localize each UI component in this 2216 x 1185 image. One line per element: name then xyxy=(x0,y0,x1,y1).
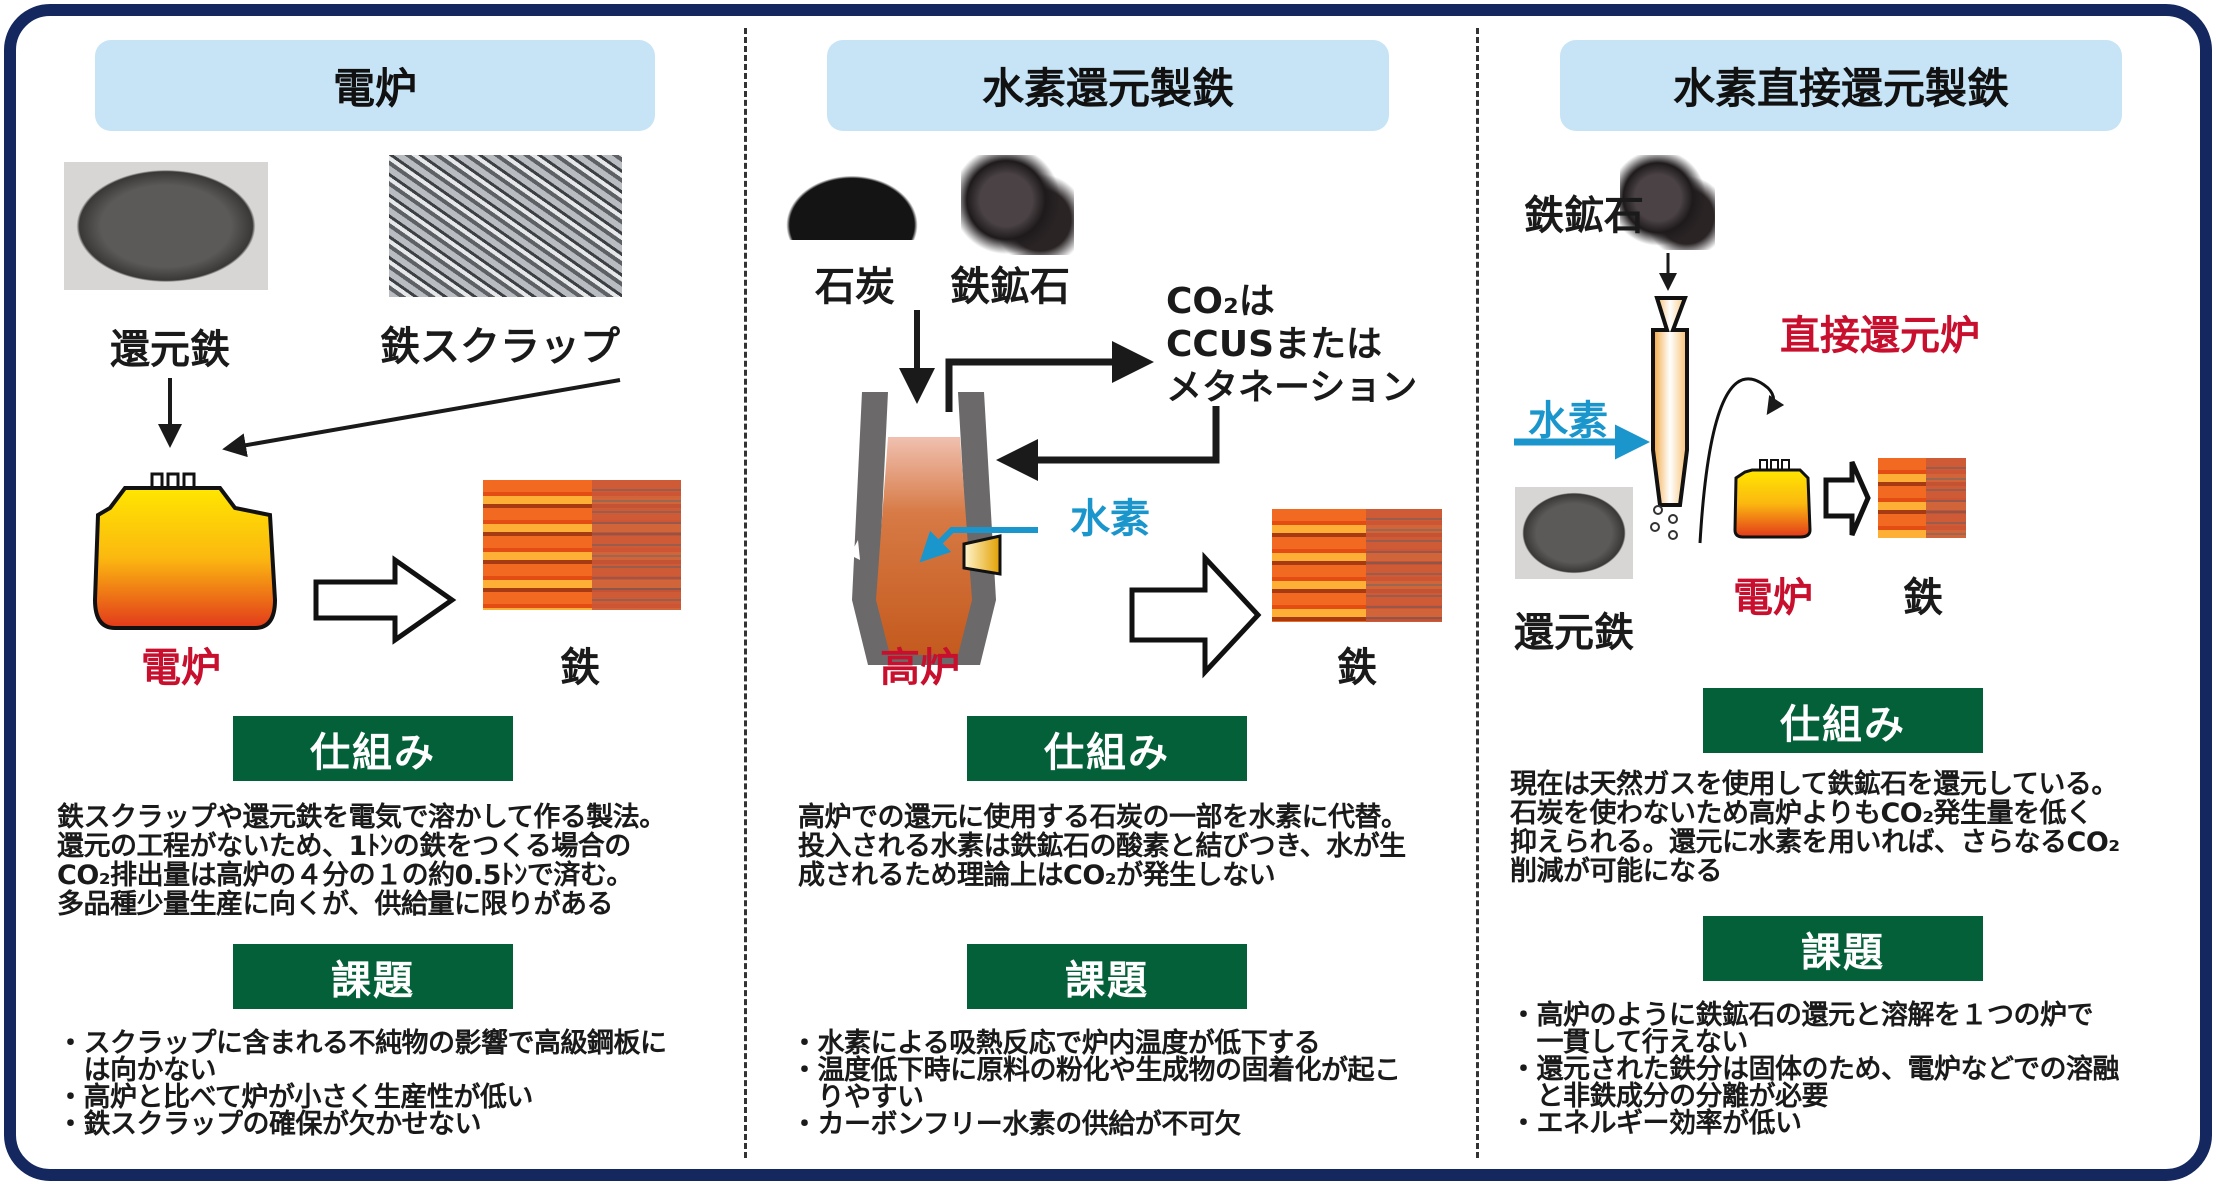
issue-line: と非鉄成分の分離が必要 xyxy=(1510,1081,1828,1112)
hydrogen-arrow-blast-furnace xyxy=(919,527,1038,563)
issues-list: ・高炉のように鉄鉱石の還元と溶解を１つの炉で 一貫して行えない ・還元された鉄分… xyxy=(1510,1002,2119,1137)
issue-line: ・高炉と比べて炉が小さく生産性が低い xyxy=(57,1082,533,1113)
direct-reduction-furnace-icon xyxy=(1650,296,1689,540)
label-blast-furnace: 高炉 xyxy=(880,645,960,691)
label-iron-scrap: 鉄スクラップ xyxy=(380,324,620,370)
label-electric-furnace: 電炉 xyxy=(1733,575,1813,621)
text-line: 多品種少量生産に向くが、供給量に限りがある xyxy=(57,889,613,920)
label-reduced-iron: 還元鉄 xyxy=(110,327,230,373)
issues-heading: 課題 xyxy=(233,944,513,1009)
hollow-arrow-icon xyxy=(313,555,457,645)
issue-line: ・高炉のように鉄鉱石の還元と溶解を１つの炉で xyxy=(1510,1000,2093,1031)
mechanism-text: 鉄スクラップや還元鉄を電気で溶かして作る製法。 還元の工程がないため、1ﾄﾝの鉄… xyxy=(57,803,666,919)
text-line: CO₂排出量は高炉の４分の１の約0.5ﾄﾝで済む。 xyxy=(57,860,633,891)
reduced-iron-photo xyxy=(1515,487,1633,579)
issues-list: ・水素による吸熱反応で炉内温度が低下する ・温度低下時に原料の粉化や生成物の固着… xyxy=(791,1030,1401,1138)
co2-note-line: メタネーション xyxy=(1166,367,1418,408)
mechanism-heading: 仕組み xyxy=(1703,688,1983,753)
label-iron: 鉄 xyxy=(560,645,600,691)
label-reduced-iron: 還元鉄 xyxy=(1514,610,1634,656)
outer-frame xyxy=(4,4,2212,1181)
column-title-hydrogen-direct-reduction: 水素直接還元製鉄 xyxy=(1560,40,2122,131)
column-title-electric-furnace: 電炉 xyxy=(95,40,655,131)
issue-line: ・カーボンフリー水素の供給が不可欠 xyxy=(791,1109,1241,1140)
text-line: 石炭を使わないため高炉よりもCO₂発生量を低く xyxy=(1510,798,2093,829)
label-direct-reduction-furnace: 直接還元炉 xyxy=(1780,313,1980,359)
iron-ore-photo xyxy=(1620,155,1715,250)
arrow-co2-out xyxy=(945,341,1154,412)
issue-line: ・スクラップに含まれる不純物の影響で高級鋼板に xyxy=(57,1028,667,1059)
issues-list: ・スクラップに含まれる不純物の影響で高級鋼板に は向かない ・高炉と比べて炉が小… xyxy=(57,1030,667,1138)
label-coal: 石炭 xyxy=(815,264,895,310)
co2-note-line: CCUSまたは xyxy=(1166,324,1383,365)
label-hydrogen: 水素 xyxy=(1528,398,1608,444)
electric-furnace-icon-small xyxy=(1733,459,1812,539)
text-line: 鉄スクラップや還元鉄を電気で溶かして作る製法。 xyxy=(57,802,666,833)
curved-arrow-icon xyxy=(1698,377,1785,544)
text-line: 還元の工程がないため、1ﾄﾝの鉄をつくる場合の xyxy=(57,831,631,862)
issue-line: ・水素による吸熱反応で炉内温度が低下する xyxy=(791,1028,1321,1059)
issue-line: は向かない xyxy=(57,1055,216,1086)
reduced-iron-photo xyxy=(64,162,268,290)
label-iron: 鉄 xyxy=(1337,645,1377,691)
issue-line: ・温度低下時に原料の粉化や生成物の固着化が起こ xyxy=(791,1055,1401,1086)
issue-line: りやすい xyxy=(791,1082,924,1113)
column-divider xyxy=(1476,28,1479,1158)
issue-line: 一貫して行えない xyxy=(1510,1027,1748,1058)
steel-photo xyxy=(1878,458,1966,538)
co2-note-line: CO₂は xyxy=(1166,281,1275,322)
issues-heading: 課題 xyxy=(967,944,1247,1009)
issues-heading: 課題 xyxy=(1703,916,1983,981)
co2-note: CO₂は CCUSまたは メタネーション xyxy=(1166,280,1417,409)
issue-line: ・エネルギー効率が低い xyxy=(1510,1108,1802,1139)
coal-photo xyxy=(772,165,932,240)
text-line: 投入される水素は鉄鉱石の酸素と結びつき、水が生 xyxy=(798,831,1406,862)
steel-photo xyxy=(1272,509,1442,622)
label-iron-ore: 鉄鉱石 xyxy=(1524,193,1644,239)
mechanism-heading: 仕組み xyxy=(967,716,1247,781)
text-line: 削減が可能になる xyxy=(1510,856,1722,887)
issue-line: ・鉄スクラップの確保が欠かせない xyxy=(57,1109,481,1140)
hollow-arrow-icon xyxy=(1129,551,1262,679)
steel-photo xyxy=(483,480,681,610)
text-line: 高炉での還元に使用する石炭の一部を水素に代替。 xyxy=(798,802,1408,833)
mechanism-text: 高炉での還元に使用する石炭の一部を水素に代替。 投入される水素は鉄鉱石の酸素と結… xyxy=(798,803,1408,890)
iron-ore-photo xyxy=(961,155,1074,255)
arrow-co2-return xyxy=(996,406,1220,481)
label-electric-furnace: 電炉 xyxy=(141,645,221,691)
text-line: 成されるため理論上はCO₂が発生しない xyxy=(798,860,1276,891)
column-title-hydrogen-reduction: 水素還元製鉄 xyxy=(827,40,1389,131)
electric-furnace-icon xyxy=(92,472,278,630)
hollow-arrow-icon xyxy=(1823,460,1871,536)
label-hydrogen: 水素 xyxy=(1070,496,1150,542)
mechanism-text: 現在は天然ガスを使用して鉄鉱石を還元している。 石炭を使わないため高炉よりもCO… xyxy=(1510,770,2120,886)
label-iron: 鉄 xyxy=(1903,575,1943,621)
iron-scrap-photo xyxy=(389,155,622,297)
mechanism-heading: 仕組み xyxy=(233,716,513,781)
arrow-scrap-to-furnace xyxy=(222,378,621,458)
issue-line: ・還元された鉄分は固体のため、電炉などでの溶融 xyxy=(1510,1054,2119,1085)
text-line: 現在は天然ガスを使用して鉄鉱石を還元している。 xyxy=(1510,769,2118,800)
label-iron-ore: 鉄鉱石 xyxy=(950,264,1070,310)
column-divider xyxy=(744,28,747,1158)
text-line: 抑えられる。還元に水素を用いれば、さらなるCO₂ xyxy=(1510,827,2120,858)
